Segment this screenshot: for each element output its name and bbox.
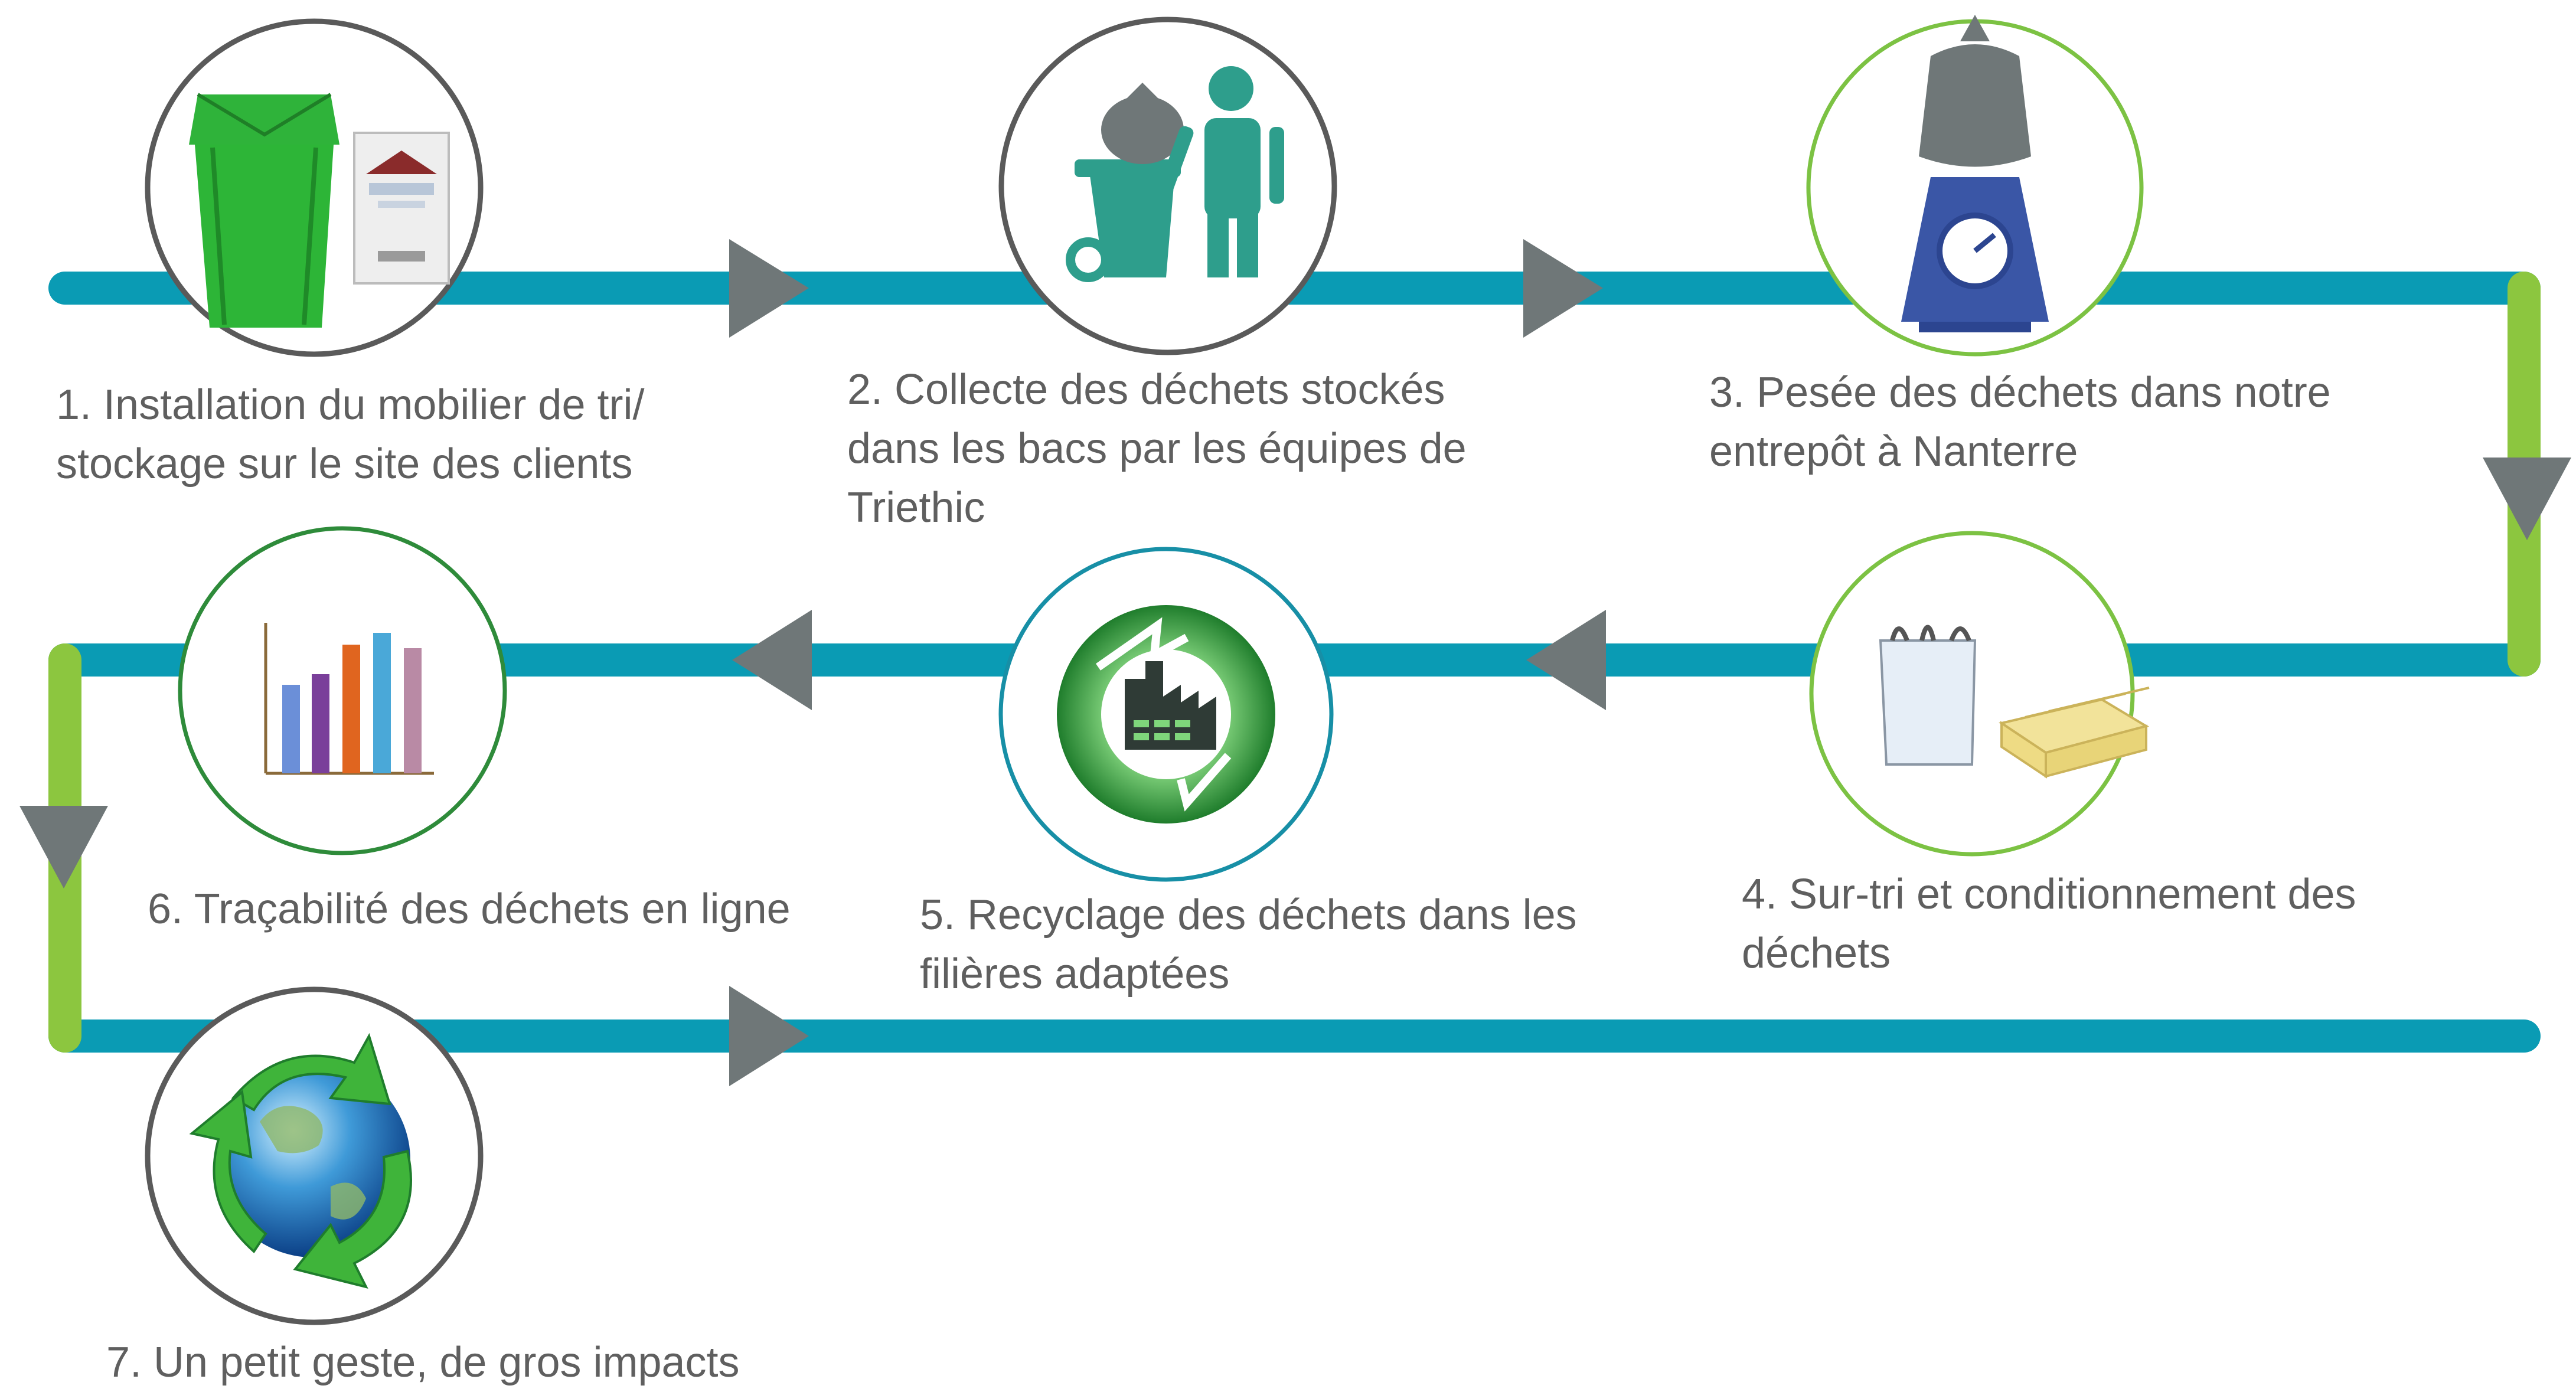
- arrow-down-icon: [2483, 458, 2571, 540]
- step-6-circle: [178, 526, 507, 855]
- step-3-circle: [1806, 15, 2144, 357]
- recycling-factory-icon: [1057, 605, 1275, 824]
- step-1-label-line-1: 1. Installation du mobilier de tri/: [56, 381, 645, 429]
- arrow-left-icon: [1526, 610, 1606, 710]
- arrow-down-icon: [19, 806, 108, 888]
- step-5-label-line-2: filières adaptées: [920, 950, 1230, 998]
- step-3-label: 3. Pesée des déchets dans notre entrepôt…: [1709, 363, 2331, 481]
- step-2-circle: [998, 17, 1337, 355]
- arrow-right-icon: [1523, 239, 1603, 338]
- step-6-label-line-1: 6. Traçabilité des déchets en ligne: [148, 885, 791, 933]
- step-6-label: 6. Traçabilité des déchets en ligne: [148, 880, 791, 939]
- weighing-scale-icon: [1901, 15, 2049, 332]
- arrow-left-icon: [732, 610, 812, 710]
- step-5-label: 5. Recyclage des déchets dans les filièr…: [920, 885, 1577, 1004]
- step-4-circle: [1809, 531, 2150, 857]
- arrow-right-icon: [729, 986, 809, 1086]
- bar-chart-icon: [264, 623, 434, 775]
- step-7-label-line-1: 7. Un petit geste, de gros impacts: [106, 1339, 740, 1386]
- step-2-label-line-1: 2. Collecte des déchets stockés: [847, 366, 1445, 413]
- step-2-label-line-3: Triethic: [847, 484, 985, 531]
- recycling-globe-icon: [189, 1032, 412, 1289]
- sorting-bins-icon: [189, 93, 450, 328]
- step-5-label-line-1: 5. Recyclage des déchets dans les: [920, 891, 1577, 939]
- step-2-label: 2. Collecte des déchets stockés dans les…: [847, 360, 1467, 537]
- waste-collector-icon: [1066, 66, 1284, 282]
- step-3-label-line-2: entrepôt à Nanterre: [1709, 428, 2078, 475]
- step-1-label-line-2: stockage sur le site des clients: [56, 440, 633, 488]
- flow-arrows: [19, 239, 2571, 1086]
- big-bag-pallet-icon: [1879, 625, 2150, 779]
- step-2-label-line-2: dans les bacs par les équipes de: [847, 425, 1467, 472]
- step-5-circle: [998, 547, 1334, 882]
- step-7-circle: [145, 986, 484, 1325]
- step-1-circle: [145, 18, 484, 357]
- arrow-right-icon: [729, 239, 809, 338]
- step-1-label: 1. Installation du mobilier de tri/ stoc…: [56, 375, 645, 494]
- step-4-label: 4. Sur-tri et conditionnement des déchet…: [1742, 865, 2356, 983]
- step-7-label: 7. Un petit geste, de gros impacts: [106, 1333, 740, 1392]
- step-4-label-line-2: déchets: [1742, 930, 1891, 977]
- step-3-label-line-1: 3. Pesée des déchets dans notre: [1709, 369, 2331, 416]
- step-4-label-line-1: 4. Sur-tri et conditionnement des: [1742, 871, 2356, 918]
